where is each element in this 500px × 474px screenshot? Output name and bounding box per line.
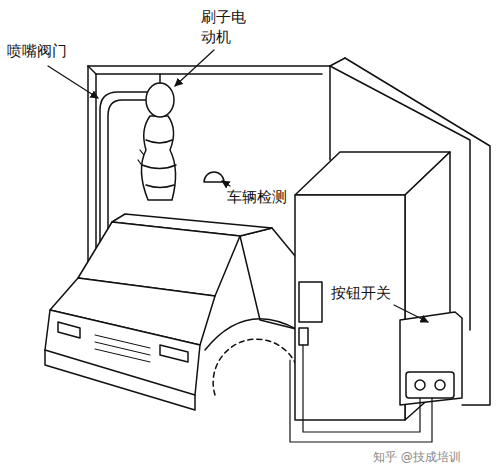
wires xyxy=(290,345,432,442)
watermark: 知乎 @技成培训 xyxy=(372,450,462,466)
part-label: 车辆检测 xyxy=(226,188,288,208)
part-label: 刷子电动机 xyxy=(200,8,247,47)
vehicle-sensor xyxy=(204,172,224,182)
car xyxy=(45,214,300,410)
button-box xyxy=(400,312,462,405)
part-label: 喷嘴阀门 xyxy=(6,42,68,62)
part-label: 按钮开关 xyxy=(330,284,392,304)
leader-lines xyxy=(48,50,428,322)
brush-assembly xyxy=(141,74,176,200)
